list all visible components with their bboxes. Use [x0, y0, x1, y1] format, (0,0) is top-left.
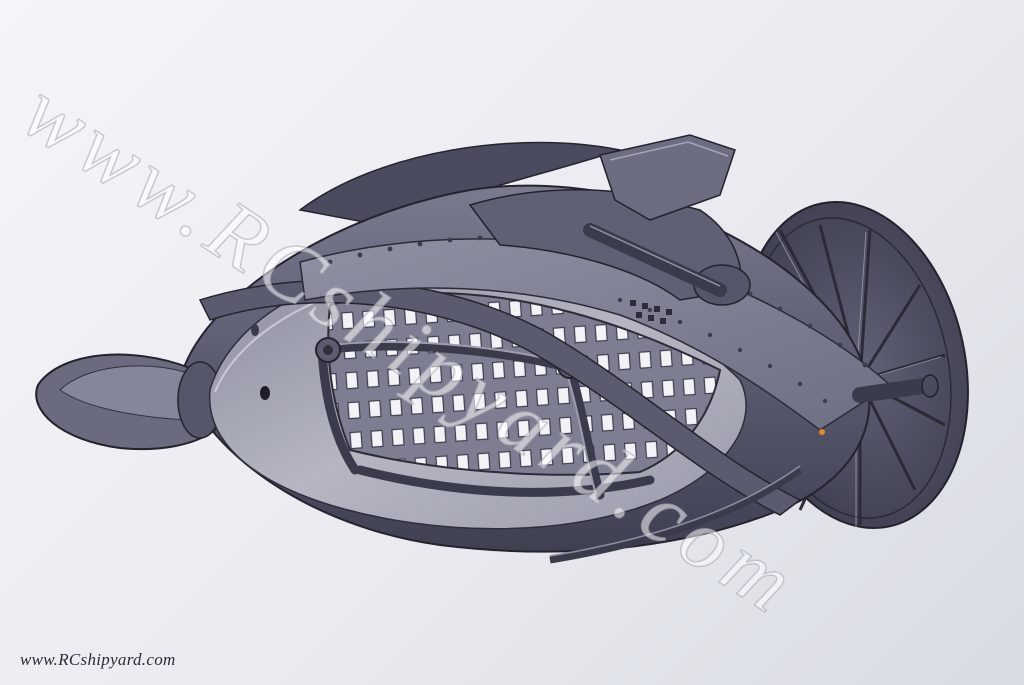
- hull-band: [198, 279, 802, 516]
- perforated-frame: [327, 291, 722, 476]
- stern-shaft: [852, 377, 938, 403]
- keel-rail: [549, 467, 803, 564]
- website-caption: www.RCshipyard.com: [20, 650, 176, 669]
- accent-dot: [819, 429, 825, 435]
- ribs: [317, 341, 655, 500]
- conning-tower: [468, 134, 751, 324]
